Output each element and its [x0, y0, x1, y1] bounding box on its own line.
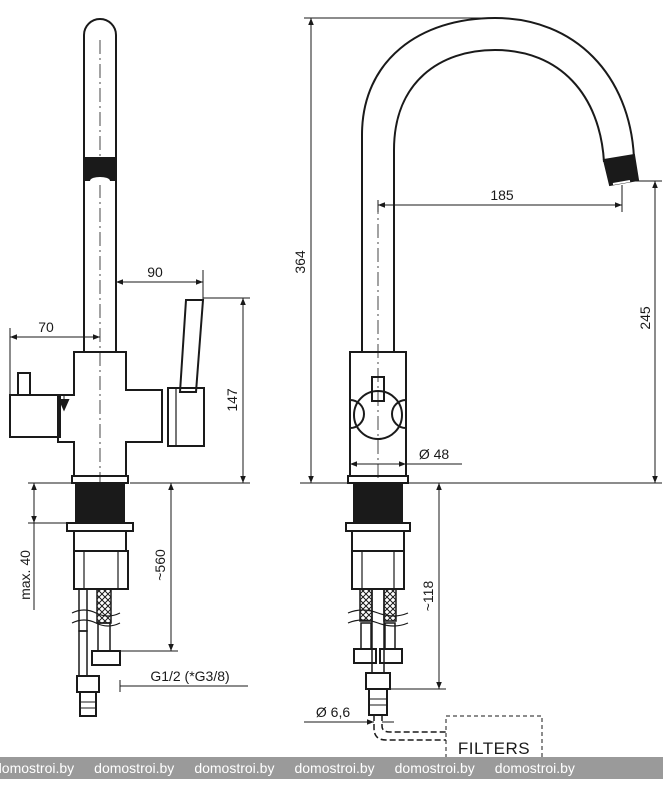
dim-side-thread: G1/2 (*G3/8): [150, 668, 229, 684]
side-lever: [178, 299, 205, 393]
front-nut: [351, 550, 405, 590]
side-view: [9, 18, 205, 717]
watermark-text: domostroi.by: [294, 760, 375, 776]
front-spout-inner: [393, 48, 605, 352]
dim-front-shank-length: ~118: [420, 581, 436, 612]
side-body: [57, 351, 163, 477]
side-nut: [73, 550, 129, 590]
dimension-labels: 90 70 147 max. 40 ~560 G1/2 (*G3/8) 364 …: [17, 187, 653, 758]
watermark-text: domostroi.by: [394, 760, 475, 776]
side-view-dimension-lines: [9, 270, 250, 692]
front-view-dimension-lines: [300, 17, 662, 725]
front-aerator: [602, 153, 640, 187]
side-shank: [75, 482, 125, 524]
dim-front-spout-height: 245: [637, 306, 653, 330]
front-view: [345, 16, 640, 761]
front-lever-disc: [353, 390, 403, 440]
side-left-outlet: [9, 394, 61, 438]
dim-side-spout-reach: 90: [147, 264, 163, 280]
filter-tube: [373, 715, 446, 741]
side-braided-hose: [96, 588, 112, 624]
side-aerator: [83, 157, 117, 181]
dim-side-body-width: 70: [38, 319, 54, 335]
watermark-text: domostroi.by: [494, 760, 575, 776]
dim-side-max-thickness: max. 40: [17, 550, 33, 600]
front-shank: [353, 482, 403, 524]
side-spout-tube: [83, 18, 117, 352]
watermark-text: domostroi.by: [0, 760, 75, 776]
dim-front-tube-diameter: Ø 6,6: [316, 704, 350, 720]
dim-side-height: 147: [224, 388, 240, 412]
dim-front-spout-reach: 185: [490, 187, 514, 203]
dim-side-hose-length: ~560: [152, 549, 168, 581]
watermark-text: domostroi.by: [94, 760, 175, 776]
watermark-text: domostroi.by: [194, 760, 275, 776]
dim-front-body-diameter: Ø 48: [419, 446, 450, 462]
filters-label: FILTERS: [458, 739, 530, 758]
dim-front-total-height: 364: [292, 250, 308, 274]
front-spout-outer: [361, 16, 635, 352]
front-braided-hose-left: [359, 588, 373, 622]
watermark-bar: domostroi.by domostroi.by domostroi.by d…: [0, 757, 663, 779]
